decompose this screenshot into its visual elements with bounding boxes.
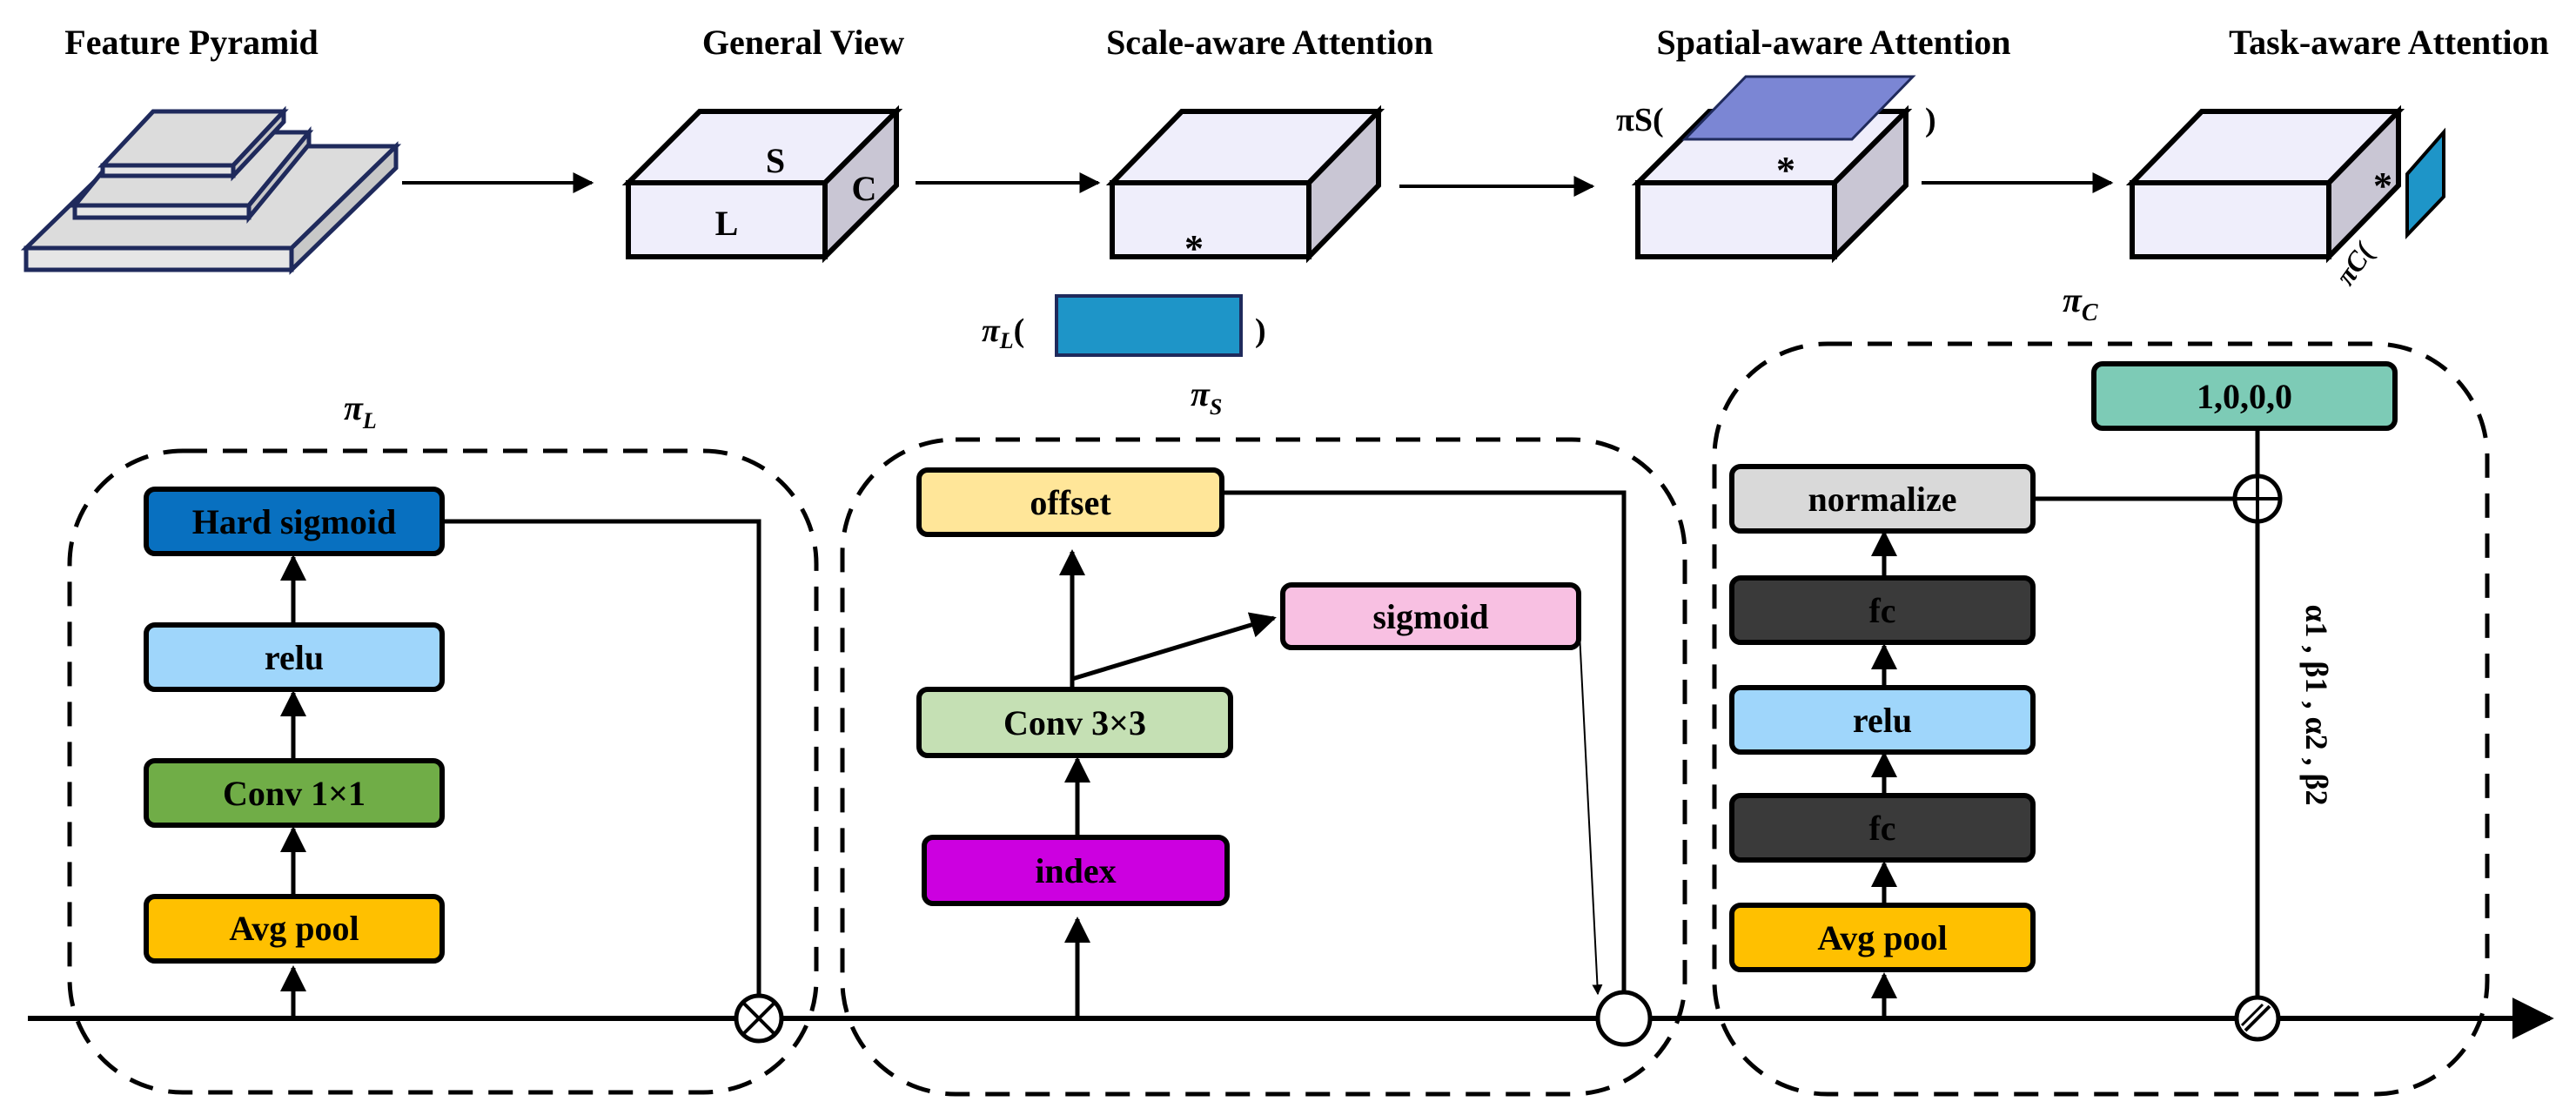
offset-box (916, 467, 1224, 537)
scale-module-border (67, 448, 819, 1095)
task-cube-star: * (2373, 165, 2392, 207)
pi-l-symbol: πL( (982, 312, 1024, 353)
spatial-module: index Conv 3×3 offset sigmoid (916, 467, 1653, 1047)
heading-spatial-aware: Spatial-aware Attention (1656, 23, 2010, 62)
conv1x1-label: Conv 1×1 (223, 774, 366, 813)
spatial-aware-cube: * πS( ) (1616, 75, 1936, 264)
heading-general-view: General View (702, 23, 904, 62)
arrow-conv3x3-to-sigmoid (1071, 612, 1277, 682)
module-label-pi-l: πL (344, 388, 377, 433)
spatial-module-border (840, 437, 1687, 1097)
task-channel-plane (2405, 127, 2445, 239)
scale-aware-cube: * (1105, 104, 1385, 270)
pi-l-close-paren: ) (1255, 312, 1266, 349)
offset-label: offset (1030, 483, 1111, 522)
relu-label: relu (265, 638, 324, 677)
task-aware-cube: * πC( πC (2063, 104, 2445, 326)
index-label: index (1035, 851, 1116, 890)
pi-c-label: πC (2063, 280, 2098, 326)
hardsigmoid-to-multiply-line (442, 519, 761, 996)
offset-to-combine-line (1222, 490, 1627, 996)
task-params-label: α1 , β1 , α2 , β2 (2299, 604, 2334, 805)
module-label-pi-s: πS (1191, 374, 1222, 420)
heading-feature-pyramid: Feature Pyramid (64, 23, 318, 62)
init-params-box (2091, 361, 2398, 431)
cube-label-l: L (715, 204, 739, 243)
gate-operator-icon (2234, 995, 2281, 1042)
init-params-label: 1,0,0,0 (2197, 377, 2292, 416)
pi-s-close-paren: ) (1925, 102, 1936, 138)
task-relu-label: relu (1853, 701, 1912, 740)
fc-bottom-label: fc (1868, 809, 1895, 848)
general-view-cube: S L C (621, 104, 903, 264)
multiply-operator-icon (734, 993, 784, 1044)
feature-pyramid-graphic (20, 105, 402, 275)
scale-module: Avg pool Conv 1×1 relu Hard sigmoid (144, 487, 784, 1044)
conv3x3-label: Conv 3×3 (1003, 703, 1146, 742)
avg-pool-label: Avg pool (229, 909, 359, 948)
cube-label-s: S (766, 141, 785, 180)
fc-top-label: fc (1868, 591, 1895, 630)
pi-l-weight: πL( ) (982, 294, 1266, 357)
task-avg-pool-label: Avg pool (1817, 918, 1947, 957)
pi-s-open: πS( (1616, 102, 1664, 138)
spatial-plane (1681, 75, 1916, 141)
scale-cube-star: * (1184, 227, 1204, 270)
spatial-cube-star: * (1776, 149, 1795, 191)
normalize-label: normalize (1808, 480, 1956, 519)
pi-l-weight-rect (1055, 294, 1243, 357)
hard-sigmoid-label: Hard sigmoid (192, 502, 396, 541)
heading-task-aware: Task-aware Attention (2229, 23, 2549, 62)
sigmoid-label: sigmoid (1372, 597, 1488, 636)
spatial-combine-node-icon (1595, 990, 1653, 1047)
task-module: Avg pool fc relu fc normalize 1,0,0,0 α1… (1729, 361, 2398, 1042)
sigmoid-to-combine-line (1578, 615, 1603, 996)
cube-label-c: C (852, 169, 877, 208)
conv3x3-box (916, 687, 1233, 758)
heading-scale-aware: Scale-aware Attention (1106, 23, 1433, 62)
add-operator-icon (2232, 474, 2283, 524)
task-module-border (1712, 341, 2490, 1097)
